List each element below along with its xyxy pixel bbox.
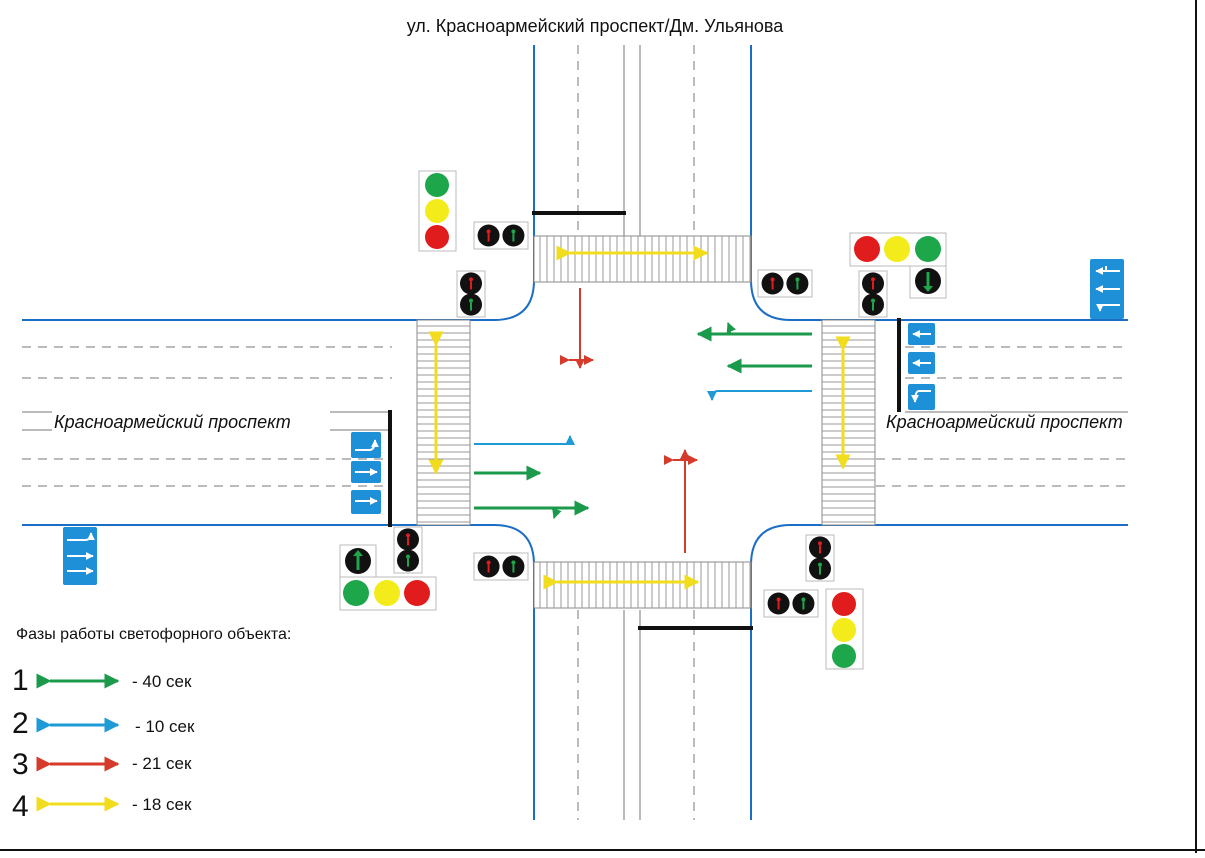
legend-arrows: [36, 673, 120, 812]
traffic-light-ne: [849, 232, 947, 299]
lane-signs-east-top: [1090, 259, 1124, 319]
phase-3-duration: - 21 сек: [132, 754, 192, 773]
ped-light-n-horizontal: [473, 221, 529, 250]
lane-signs-west-road: [351, 432, 381, 514]
lane-signs-east-road: [908, 323, 935, 410]
phase-1-number: 1: [12, 664, 29, 697]
street-label-west: Красноармейский проспект: [54, 412, 291, 432]
ped-light-se-vertical: [805, 534, 835, 582]
ped-light-sw-vertical: [393, 526, 423, 574]
phase-3-arrows: [560, 288, 698, 553]
phase-4-number: 4: [12, 790, 29, 823]
ped-light-ne-vertical: [858, 270, 888, 318]
main-street-title: ул. Красноармейский проспект/Дм. Ульянов…: [406, 16, 784, 36]
ped-light-se-horizontal: [763, 589, 819, 618]
crosswalk-north: [533, 235, 752, 283]
legend-title: Фазы работы светофорного объекта:: [16, 626, 292, 643]
phase-1-arrows: [474, 322, 812, 519]
lane-signs-west-bottom: [63, 527, 97, 585]
phase-1-duration: - 40 сек: [132, 672, 192, 691]
crosswalk-south: [533, 561, 752, 609]
phase-4-duration: - 18 сек: [132, 795, 192, 814]
crosswalk-east: [821, 319, 876, 526]
traffic-light-nw: [418, 170, 457, 252]
phase-2-number: 2: [12, 707, 29, 740]
stop-lines: [388, 211, 901, 630]
phase-4-arrows: [428, 245, 851, 590]
lane-markings: [22, 45, 1128, 820]
street-label-east: Красноармейский проспект: [886, 412, 1123, 432]
traffic-light-se: [825, 588, 864, 670]
ped-light-ne-horizontal: [757, 269, 813, 298]
ped-light-nw-vertical: [456, 270, 486, 318]
phase-2-duration: - 10 сек: [135, 717, 195, 736]
traffic-light-sw: [339, 544, 437, 611]
phase-3-number: 3: [12, 748, 29, 781]
ped-light-s-horizontal: [473, 552, 529, 581]
crosswalk-west: [416, 319, 471, 526]
phase-2-arrows: [474, 390, 812, 446]
